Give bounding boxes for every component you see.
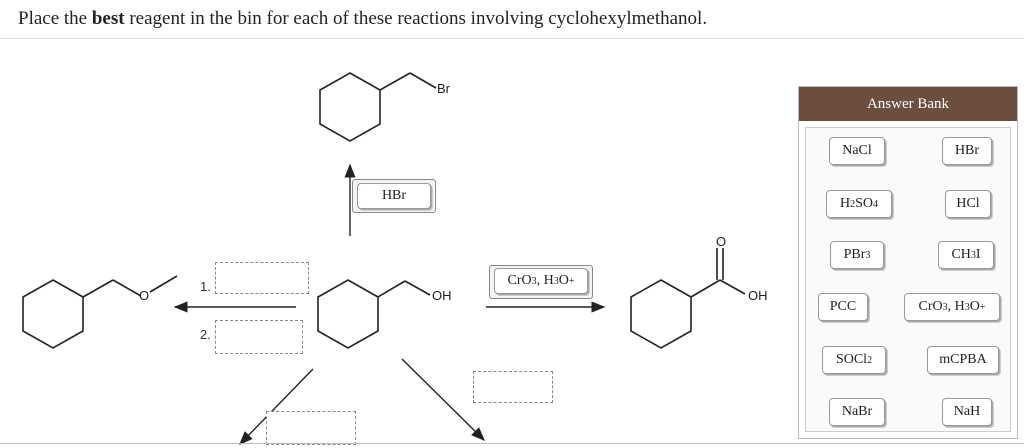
left-arrow-bin-step2[interactable]: [215, 320, 303, 354]
bromine-label: Br: [437, 81, 451, 96]
bromomethyl-cyclohexane: Br: [319, 72, 451, 142]
down-right-arrow-bin[interactable]: [473, 371, 553, 403]
step-1-label: 1.: [200, 279, 211, 294]
cyclohexanecarboxylic-acid: O OH: [630, 234, 768, 349]
cyclohexylmethyl-ether: O: [22, 275, 178, 349]
answer-bank-title: Answer Bank: [799, 87, 1017, 121]
down-left-arrow-bin[interactable]: [266, 411, 356, 445]
footer-divider: [0, 443, 1024, 444]
down-right-arrow: [401, 358, 485, 441]
bank-item-hbr[interactable]: HBr: [942, 137, 992, 165]
bank-item-pcc[interactable]: PCC: [818, 293, 868, 321]
placed-reagent-hbr[interactable]: HBr: [357, 183, 431, 209]
bank-item-nabr[interactable]: NaBr: [829, 398, 885, 426]
cyclohexylmethanol: OH: [317, 279, 452, 349]
answer-bank-tray: [805, 127, 1011, 432]
ether-oxygen-label: O: [139, 288, 149, 303]
instruction-text: Place the best reagent in the bin for ea…: [18, 8, 708, 29]
header-divider: [0, 38, 1024, 39]
bank-item-hcl[interactable]: HCl: [945, 190, 991, 218]
down-left-arrow: [239, 368, 314, 446]
bank-item-mcpba[interactable]: mCPBA: [927, 346, 999, 374]
carbonyl-oxygen-label: O: [716, 234, 726, 249]
bank-item-nacl[interactable]: NaCl: [829, 137, 885, 165]
left-arrow-bin-step1[interactable]: [215, 262, 309, 294]
acid-hydroxyl-label: OH: [748, 288, 768, 303]
bank-item-nah[interactable]: NaH: [942, 398, 992, 426]
instruction-emphasis: best: [91, 8, 125, 29]
center-hydroxyl-label: OH: [432, 288, 452, 303]
step-2-label: 2.: [200, 327, 211, 342]
